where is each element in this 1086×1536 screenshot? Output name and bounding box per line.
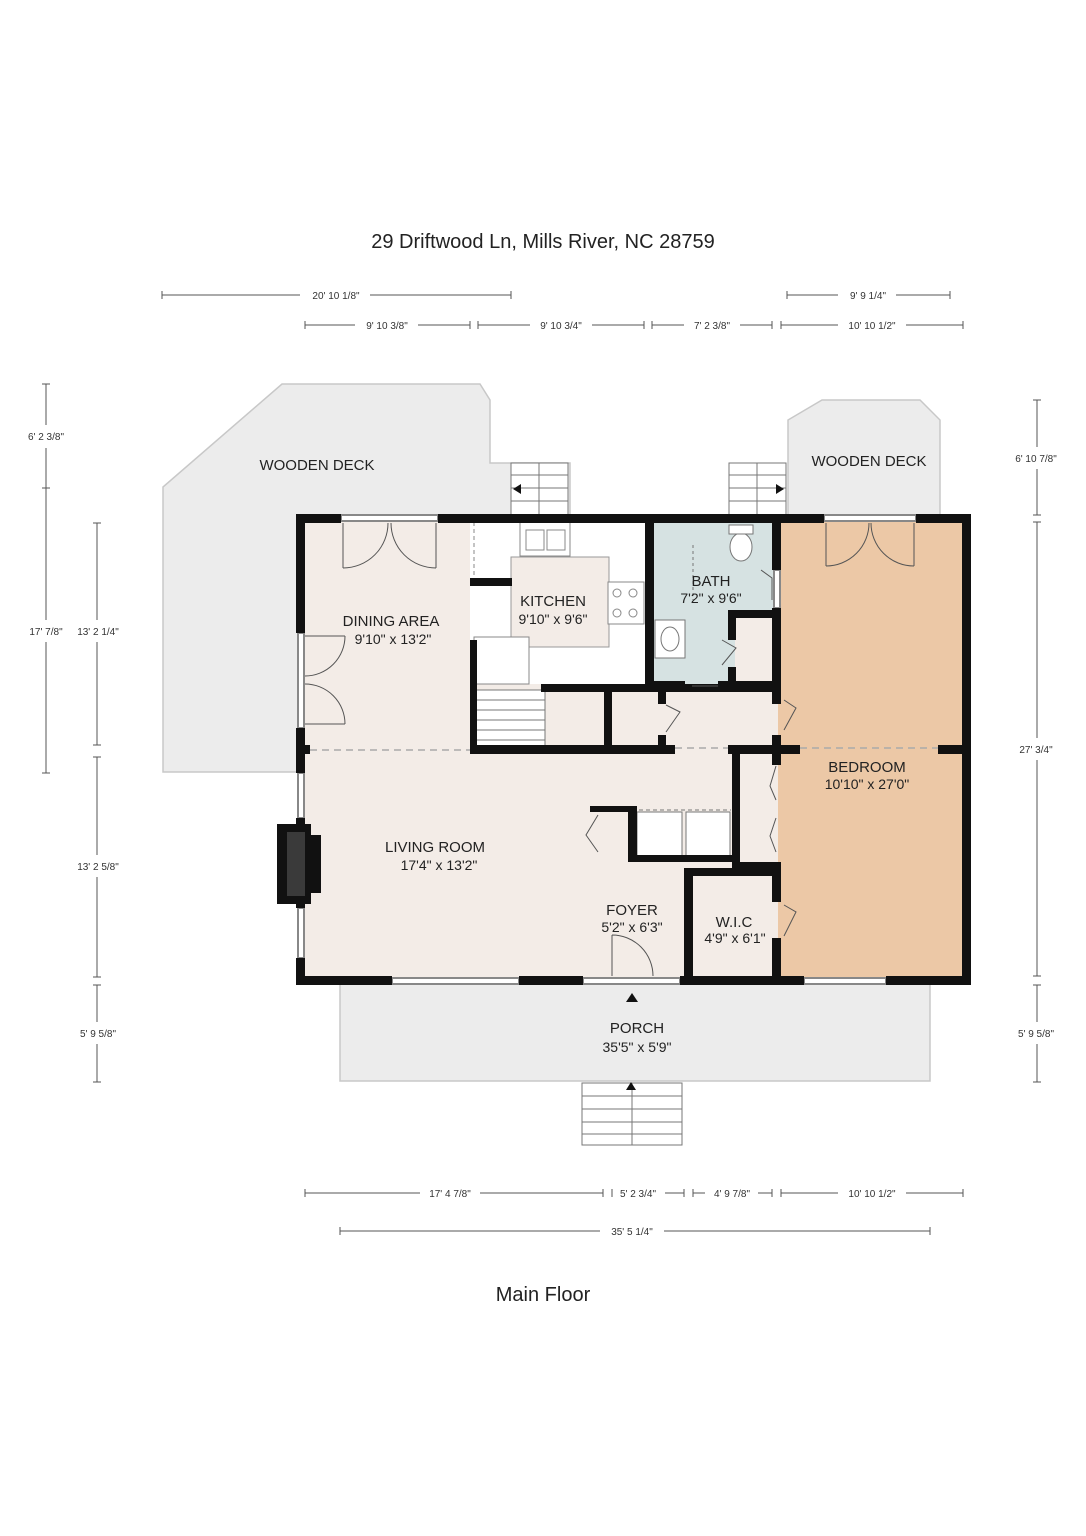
- walls: [296, 514, 971, 985]
- wic-size: 4'9" x 6'1": [704, 930, 765, 946]
- dim-left-inner-2: 13' 2 5/8": [77, 862, 119, 873]
- dim-top-2: 9' 10 3/4": [540, 321, 582, 332]
- dim-right-2: 27' 3/4": [1019, 745, 1053, 756]
- bedroom-label: BEDROOM: [828, 759, 906, 776]
- porch-entry-arrow-icon: [626, 1082, 636, 1090]
- deck-left-label: WOODEN DECK: [259, 457, 374, 474]
- porch-label: PORCH: [610, 1020, 664, 1037]
- stairs-arrow-right-icon: [776, 484, 784, 494]
- dim-bottom-3: 4' 9 7/8": [714, 1189, 750, 1200]
- dim-top-overall-right: 9' 9 1/4": [850, 291, 886, 302]
- interior-stairs: [474, 689, 546, 747]
- dim-right-3: 5' 9 5/8": [1018, 1029, 1054, 1040]
- foyer-label: FOYER: [606, 902, 658, 919]
- dim-top-4: 10' 10 1/2": [848, 321, 896, 332]
- dim-top-overall-left: 20' 10 1/8": [312, 291, 360, 302]
- dining-size: 9'10" x 13'2": [355, 631, 432, 647]
- room-openings: [310, 747, 938, 751]
- dim-bottom-4: 10' 10 1/2": [848, 1189, 896, 1200]
- kitchen-label: KITCHEN: [520, 593, 586, 610]
- bedroom-size: 10'10" x 27'0": [825, 776, 910, 792]
- kitchen-size: 9'10" x 9'6": [519, 611, 588, 627]
- property-address: 29 Driftwood Ln, Mills River, NC 28759: [371, 231, 714, 253]
- fireplace: [277, 824, 321, 904]
- kitchen-fixtures: [473, 521, 645, 685]
- deck-right-label: WOODEN DECK: [811, 453, 926, 470]
- kitchen-island: [510, 556, 610, 648]
- dining-label: DINING AREA: [343, 613, 440, 630]
- dim-left-outer-1: 6' 2 3/8": [28, 432, 64, 443]
- living-size: 17'4" x 13'2": [401, 857, 478, 873]
- doors: [304, 522, 915, 977]
- dim-left-outer-2: 17' 7/8": [29, 627, 63, 638]
- floor-label: Main Floor: [496, 1284, 591, 1306]
- bath-closet: [735, 614, 776, 685]
- dim-bottom-overall: 35' 5 1/4": [611, 1227, 653, 1238]
- dim-bottom-1: 17' 4 7/8": [429, 1189, 471, 1200]
- dim-bottom-2: 5' 2 3/4": [620, 1189, 656, 1200]
- dim-top-1: 9' 10 3/8": [366, 321, 408, 332]
- wic-label: W.I.C: [716, 914, 753, 931]
- entry-arrow-icon: [626, 993, 638, 1002]
- porch-stairs: [581, 1082, 683, 1146]
- bath-label: BATH: [692, 573, 731, 590]
- bath-fixtures: [654, 524, 754, 659]
- porch-size: 35'5" x 5'9": [603, 1039, 672, 1055]
- dim-top-3: 7' 2 3/8": [694, 321, 730, 332]
- dim-right-1: 6' 10 7/8": [1015, 454, 1057, 465]
- dim-left-inner-3: 5' 9 5/8": [80, 1029, 116, 1040]
- dim-left-inner-1: 13' 2 1/4": [77, 627, 119, 638]
- living-label: LIVING ROOM: [385, 839, 485, 856]
- bath-size: 7'2" x 9'6": [680, 590, 741, 606]
- dimension-lines: [42, 291, 1041, 1235]
- foyer-size: 5'2" x 6'3": [601, 919, 662, 935]
- stairs-arrow-left-icon: [513, 484, 521, 494]
